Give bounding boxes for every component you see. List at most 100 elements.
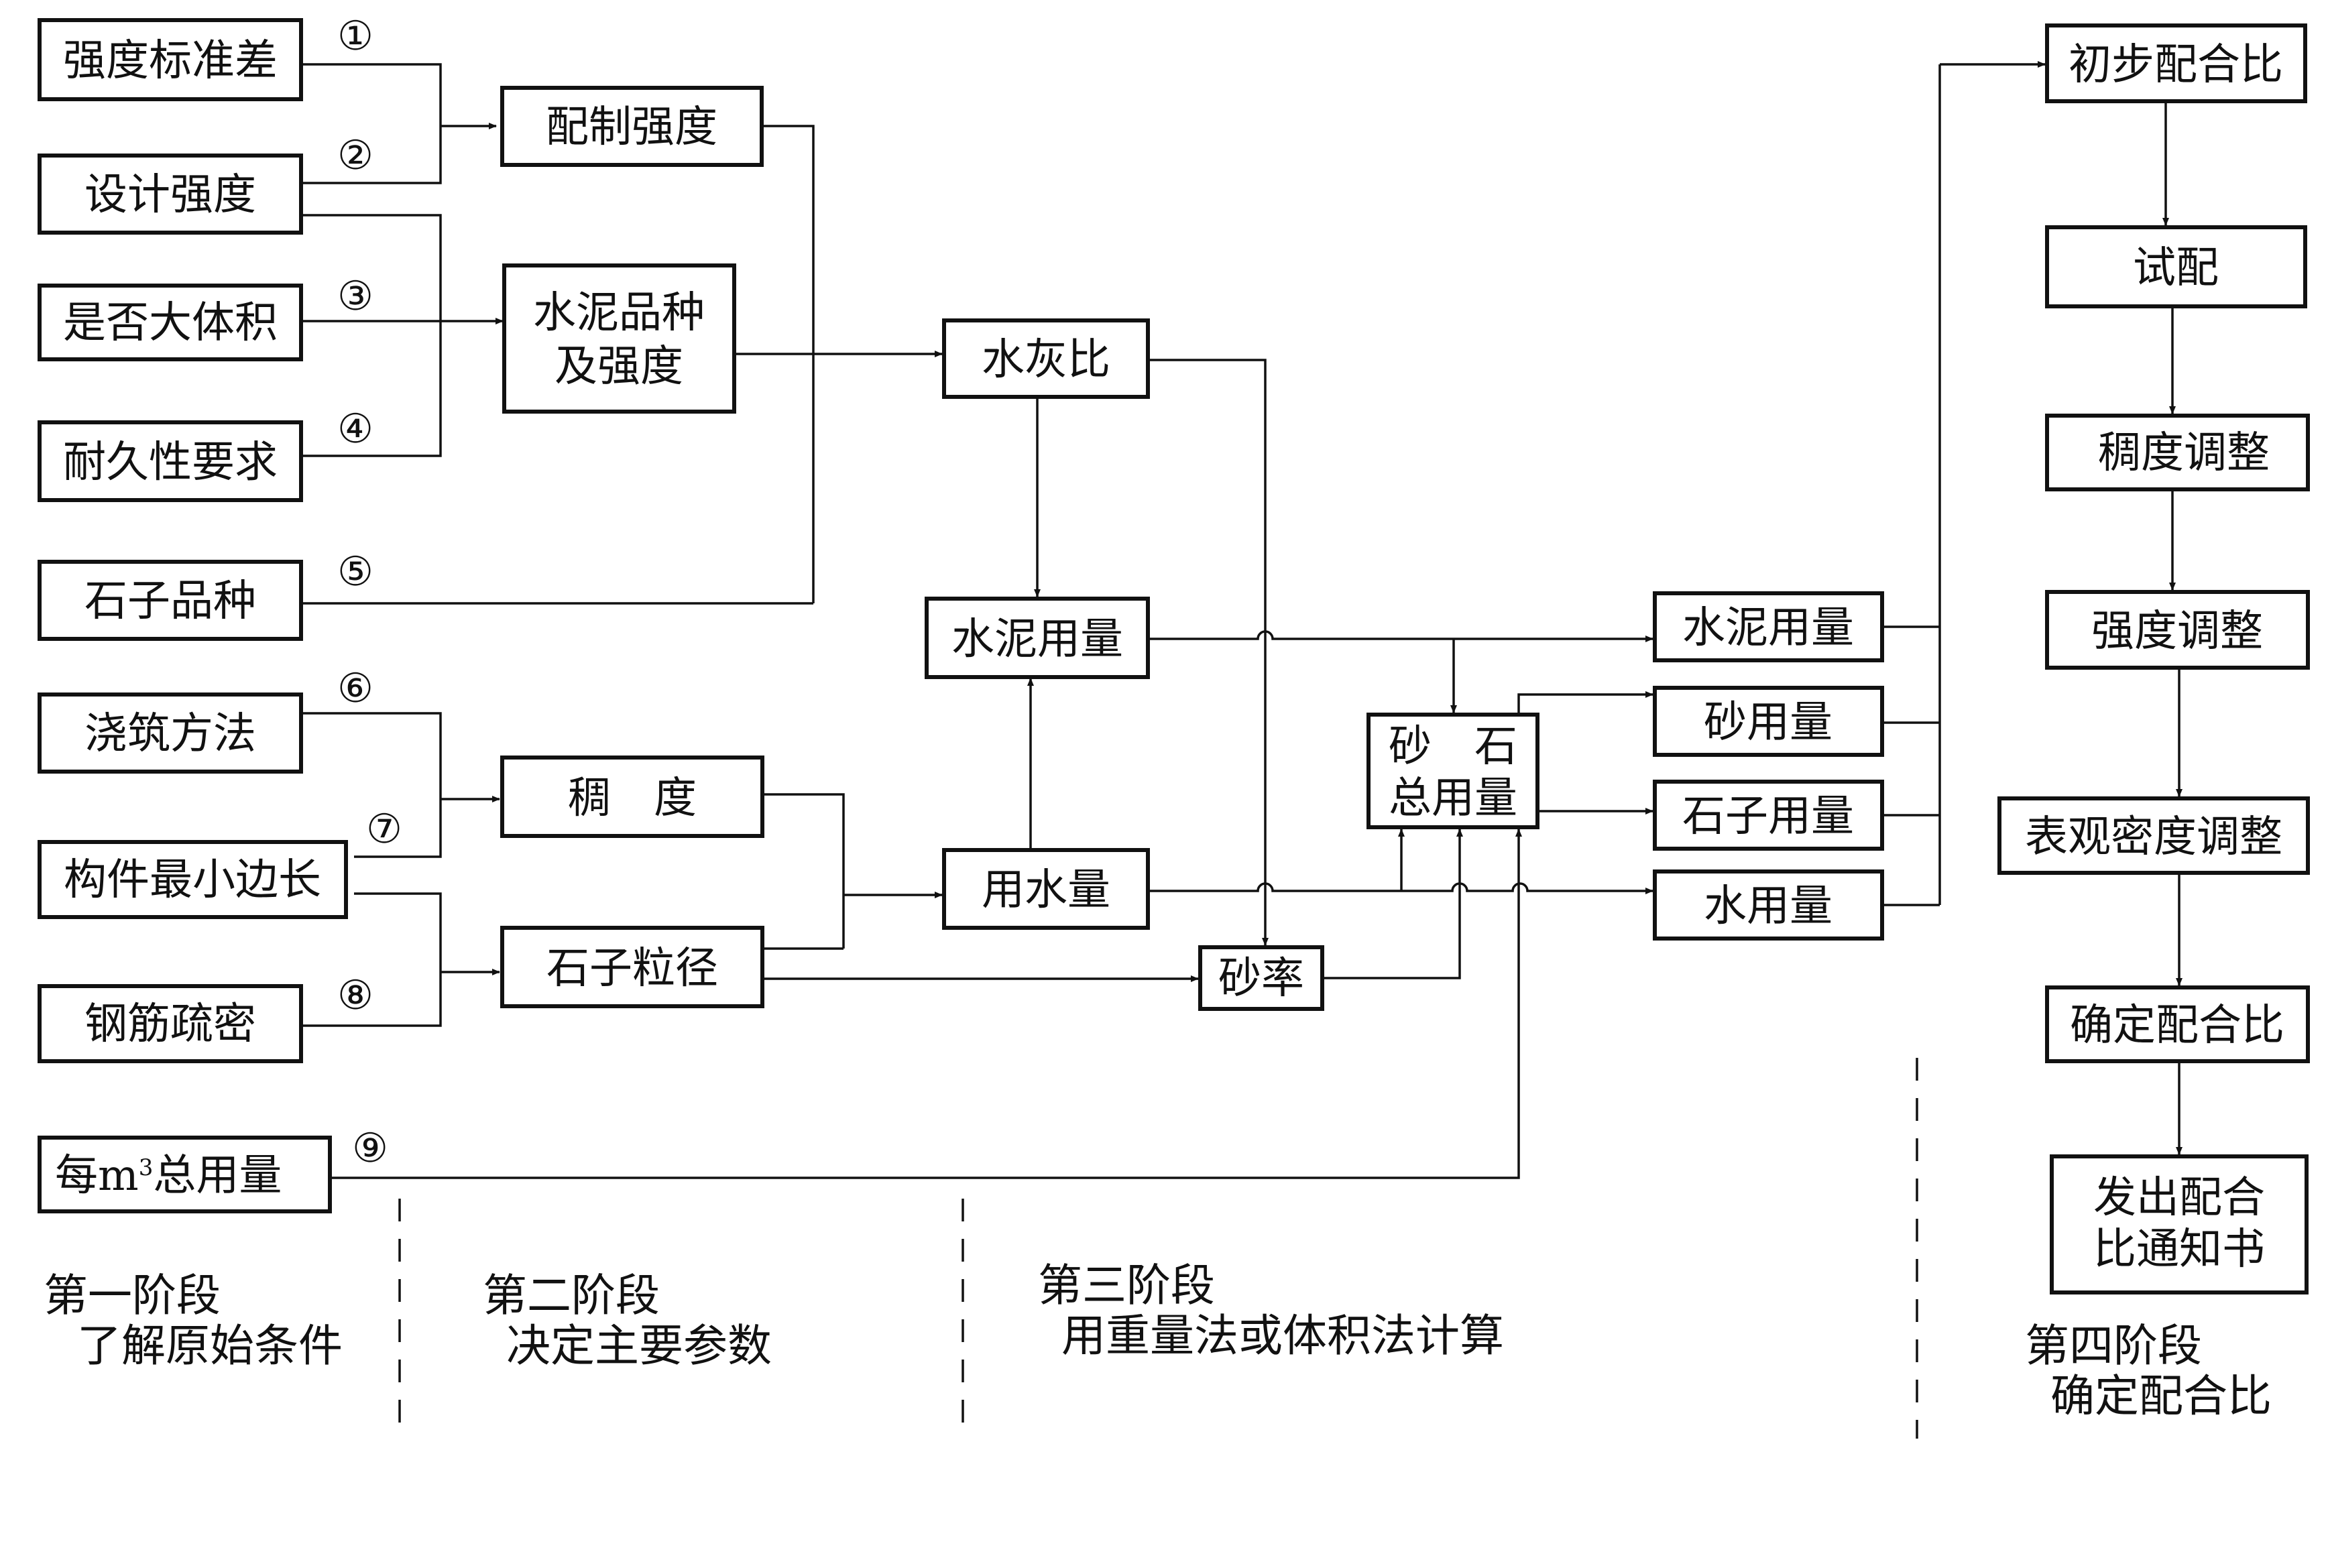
input-number-8: ⑧	[337, 972, 373, 1019]
node-consistency-adjust: 稠度调整	[2045, 414, 2310, 491]
node-trial-mix-label: 试配	[2133, 243, 2219, 293]
arrow-total-per-m3-to-total	[331, 829, 1522, 1179]
input-number-1: ①	[337, 13, 373, 60]
node-water-amount: 水用量	[1653, 869, 1884, 941]
node-strength-adjust: 强度调整	[2045, 590, 2310, 670]
stage-labels: 第一阶段 了解原始条件 第二阶段 决定主要参数 第三阶段 用重量法或体积法计算 …	[44, 1260, 2272, 1422]
stage-2-title: 第二阶段	[483, 1270, 660, 1321]
node-stone-amount-label: 石子用量	[1682, 792, 1854, 841]
connector-pour-method	[302, 712, 442, 799]
node-final-mix-label: 确定配合比	[2070, 1001, 2284, 1050]
stage-dividers	[398, 1058, 1918, 1439]
node-durability: 耐久性要求	[38, 420, 303, 502]
node-cement-type: 水泥品种 及强度	[502, 263, 736, 414]
node-cement-type-line2: 及强度	[555, 342, 683, 391]
connector-design-strength	[302, 126, 442, 184]
connector-min-side-2	[354, 892, 442, 972]
node-consistency-label: 稠 度	[568, 774, 697, 823]
arrow-cement-calc-to-cement	[1148, 630, 1653, 642]
input-number-2: ②	[337, 132, 373, 179]
arrow-total-to-sand	[1517, 691, 1653, 713]
node-stone-amount: 石子用量	[1653, 780, 1884, 851]
node-prep-strength-label: 配制强度	[546, 103, 717, 152]
node-cement-type-line1: 水泥品种	[533, 288, 705, 338]
node-initial-mix-label: 初步配合比	[2069, 40, 2283, 90]
node-wc-ratio-label: 水灰比	[982, 335, 1110, 385]
input-numbers: ① ② ③ ④ ⑤ ⑥ ⑦ ⑧ ⑨	[337, 13, 402, 1172]
node-sand-stone-total: 砂 石 总用量	[1366, 713, 1539, 829]
stage-4-subtitle: 确定配合比	[2050, 1370, 2272, 1422]
node-consistency-adjust-label: 稠度调整	[2098, 428, 2270, 478]
node-final-mix: 确定配合比	[2045, 985, 2310, 1063]
node-min-side-label: 构件最小边长	[64, 855, 321, 905]
stage-4-title: 第四阶段	[2025, 1320, 2202, 1372]
stage-2-subtitle: 决定主要参数	[506, 1320, 772, 1372]
node-water-amount-label: 水用量	[1704, 882, 1832, 931]
node-rebar-density-label: 钢筋疏密	[84, 1000, 256, 1049]
node-initial-mix: 初步配合比	[2045, 23, 2307, 103]
stage-3-title: 第三阶段	[1038, 1260, 1215, 1311]
stage-3-subtitle: 用重量法或体积法计算	[1061, 1310, 1504, 1362]
node-trial-mix: 试配	[2045, 225, 2307, 308]
connector-durability	[302, 321, 442, 457]
node-issue-notice: 发出配合 比通知书	[2050, 1154, 2309, 1294]
input-number-6: ⑥	[337, 665, 373, 712]
node-stone-size: 石子粒径	[500, 926, 764, 1008]
node-total-per-m3-sup: 3	[139, 1154, 154, 1181]
node-total-per-m3-prefix: 每m	[55, 1151, 139, 1201]
node-pour-method: 浇筑方法	[38, 692, 303, 774]
node-sand-ratio-label: 砂率	[1218, 954, 1304, 1004]
node-mass-concrete-label: 是否大体积	[63, 298, 278, 348]
connectors	[302, 61, 2182, 1179]
arrow-sand-ratio-to-total	[1322, 829, 1463, 979]
input-number-7: ⑦	[366, 806, 402, 853]
stage-1-title: 第一阶段	[44, 1270, 221, 1321]
node-sand-amount-label: 砂用量	[1704, 698, 1832, 747]
node-issue-notice-line1: 发出配合	[2093, 1173, 2265, 1223]
node-total-per-m3-suffix: 总用量	[153, 1151, 282, 1201]
node-design-strength-label: 设计强度	[84, 170, 256, 220]
node-design-strength: 设计强度	[38, 154, 303, 235]
input-number-5: ⑤	[337, 548, 373, 595]
connector-rebar	[302, 972, 442, 1027]
arrow-wc-to-sand-ratio	[1148, 359, 1269, 946]
node-sand-amount: 砂用量	[1653, 686, 1884, 757]
node-water-amount-calc: 用水量	[942, 848, 1150, 930]
node-water-amount-calc-label: 用水量	[982, 865, 1110, 915]
input-number-9: ⑨	[352, 1125, 388, 1172]
node-sand-stone-total-line2: 总用量	[1389, 774, 1517, 823]
node-consistency: 稠 度	[500, 756, 764, 838]
node-total-per-m3-label: 每m3总用量	[55, 1151, 282, 1201]
connector-consistency	[762, 793, 845, 949]
connector-prep-strength	[741, 125, 815, 603]
node-cement-amount-calc: 水泥用量	[925, 597, 1150, 679]
node-cement-amount: 水泥用量	[1653, 591, 1884, 662]
node-std-dev-label: 强度标准差	[63, 36, 278, 86]
node-strength-adjust-label: 强度调整	[2091, 607, 2263, 656]
node-mass-concrete: 是否大体积	[38, 284, 303, 361]
node-sand-stone-total-line1: 砂 石	[1389, 722, 1517, 772]
node-stone-type: 石子品种	[38, 560, 303, 641]
node-std-dev: 强度标准差	[38, 18, 303, 101]
node-wc-ratio: 水灰比	[942, 318, 1150, 399]
connector-min-side	[354, 799, 442, 858]
node-pour-method-label: 浇筑方法	[84, 709, 256, 759]
connector-stddev	[302, 63, 442, 126]
node-total-per-m3: 每m3总用量	[38, 1136, 332, 1213]
node-sand-ratio: 砂率	[1198, 945, 1324, 1011]
connector-design-strength-2	[302, 214, 442, 321]
node-cement-amount-label: 水泥用量	[1682, 603, 1854, 653]
node-issue-notice-line2: 比通知书	[2093, 1225, 2265, 1274]
input-number-4: ④	[337, 406, 373, 453]
node-cement-amount-calc-label: 水泥用量	[951, 615, 1123, 664]
node-durability-label: 耐久性要求	[63, 438, 278, 487]
node-stone-type-label: 石子品种	[84, 577, 256, 626]
stage-1-subtitle: 了解原始条件	[77, 1320, 343, 1372]
node-min-side: 构件最小边长	[38, 840, 348, 919]
node-rebar-density: 钢筋疏密	[38, 984, 303, 1063]
node-density-adjust-label: 表观密度调整	[2025, 812, 2282, 862]
node-stone-size-label: 石子粒径	[546, 944, 718, 993]
node-density-adjust: 表观密度调整	[1997, 796, 2310, 875]
input-number-3: ③	[337, 273, 373, 320]
